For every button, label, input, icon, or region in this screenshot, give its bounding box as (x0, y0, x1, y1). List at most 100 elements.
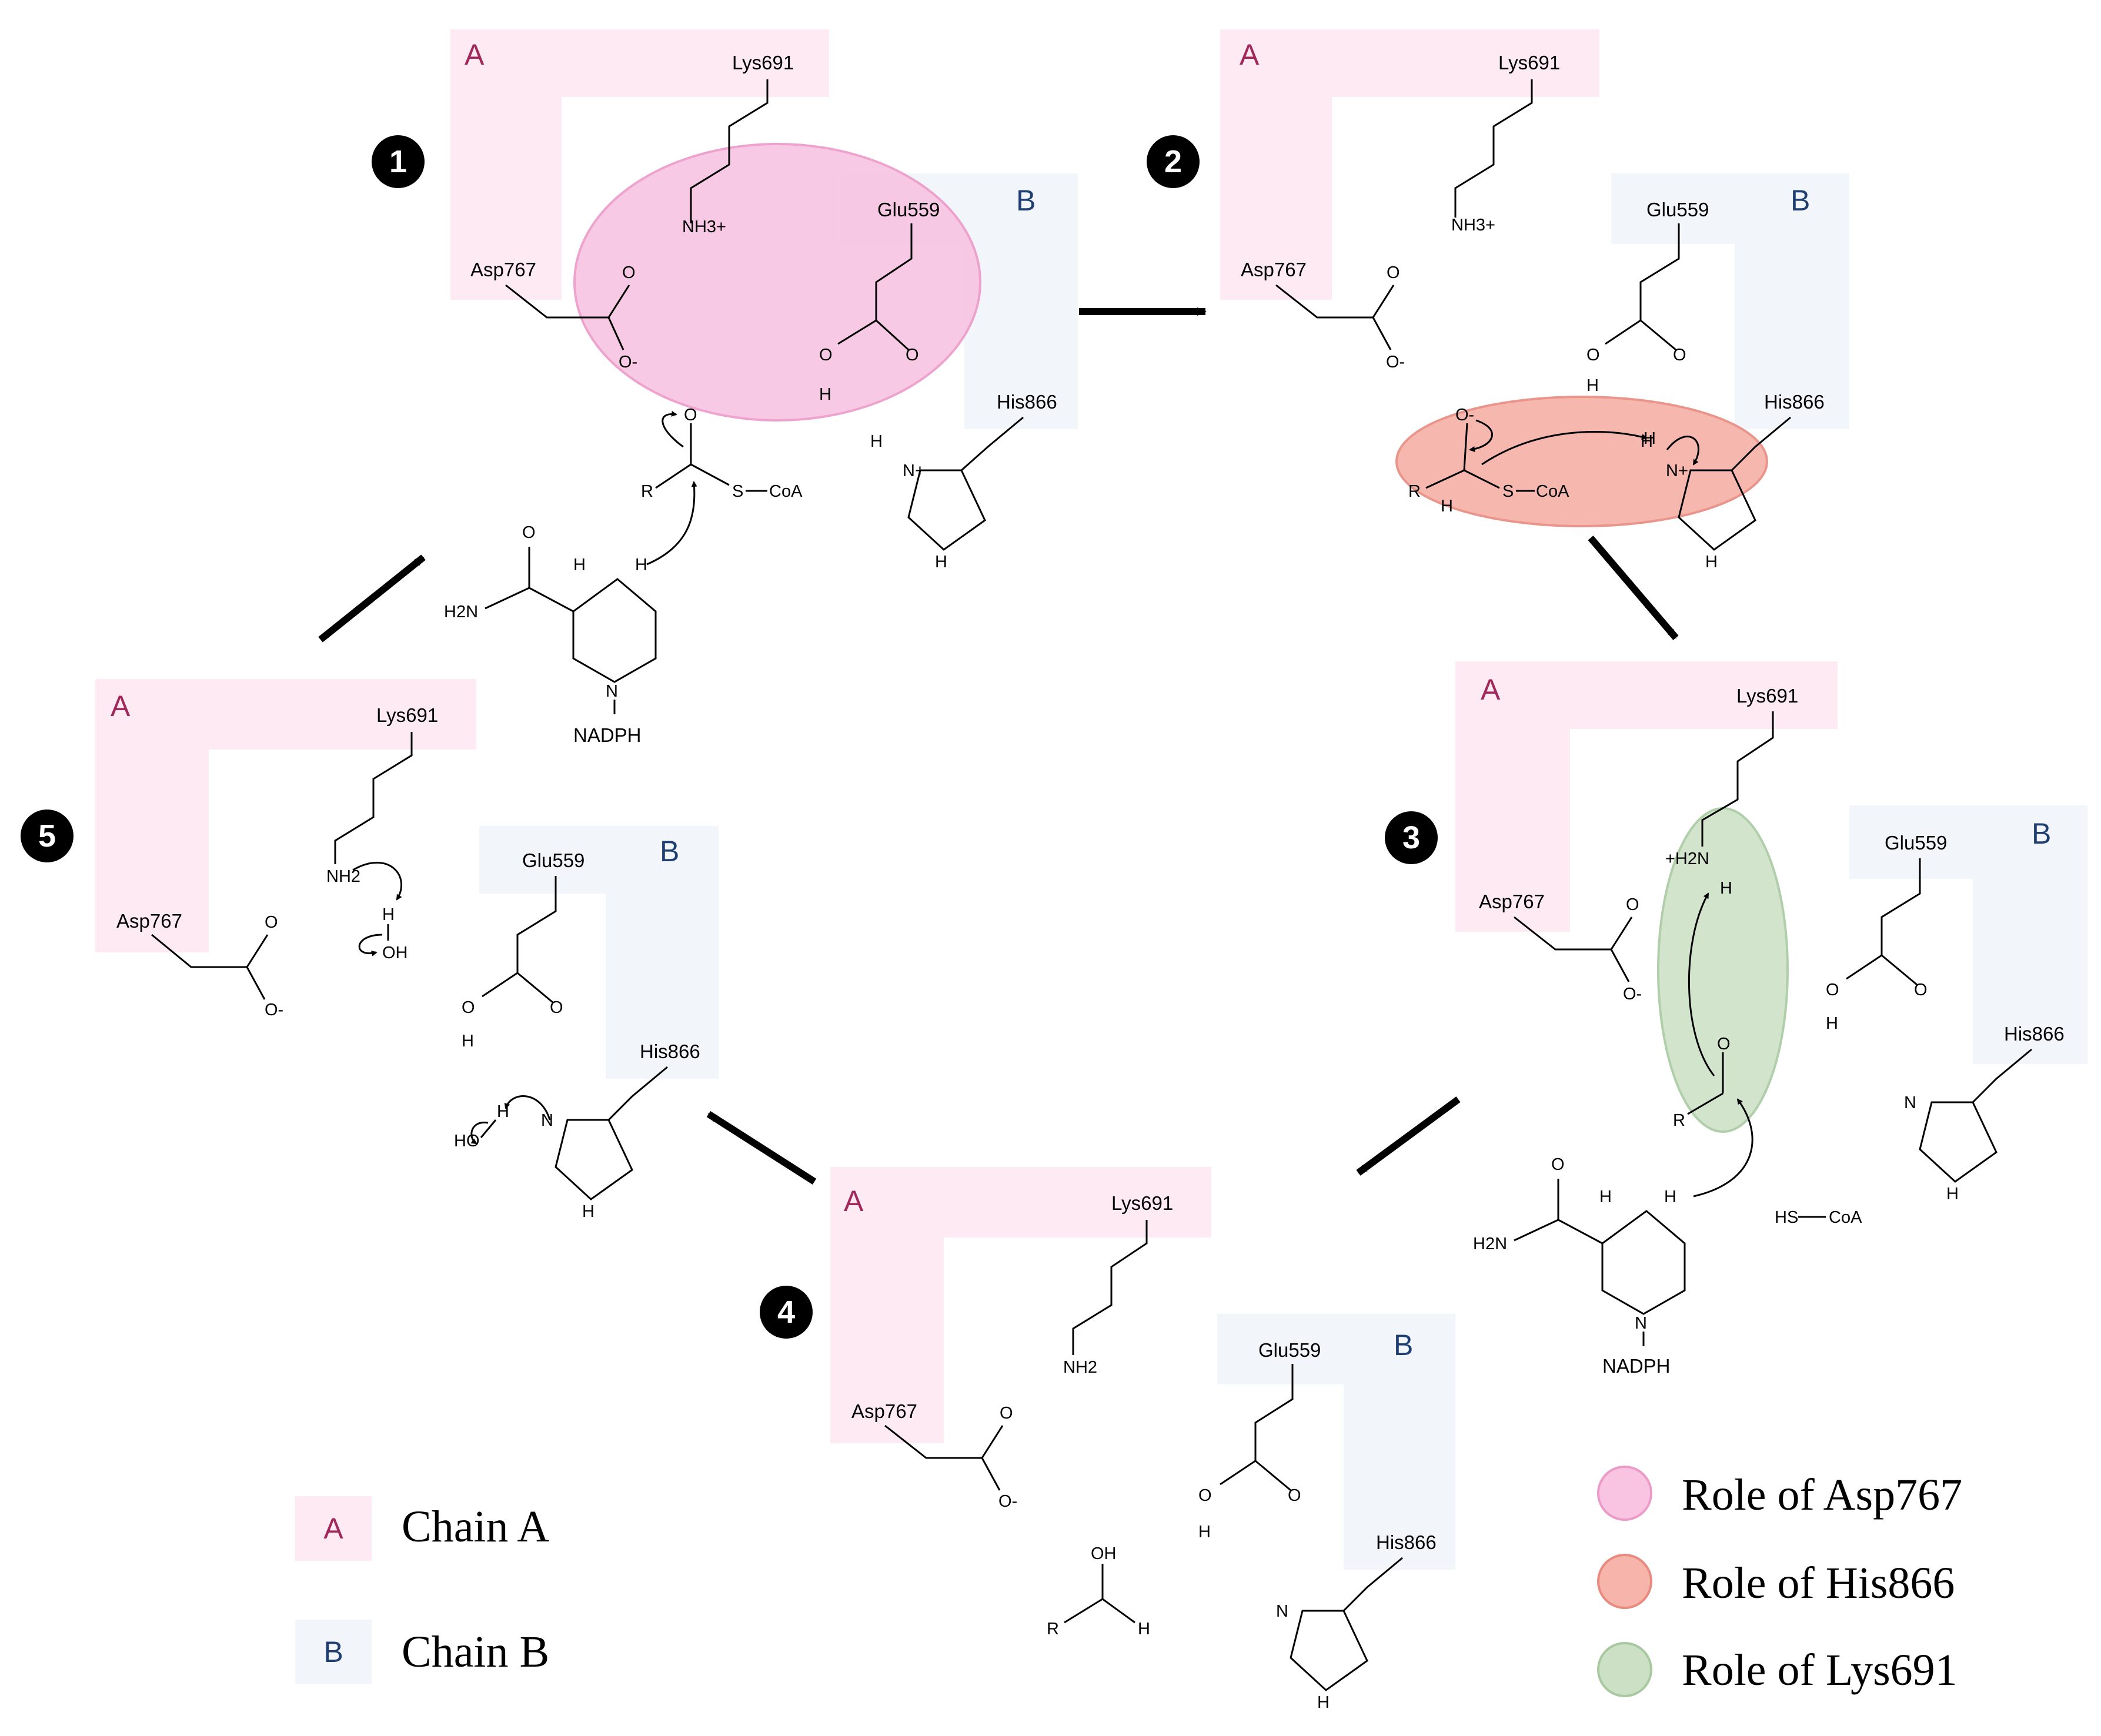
water1-arrow (358, 934, 383, 956)
chain-b-region (1849, 805, 2087, 1064)
step-number: 4 (777, 1295, 795, 1330)
his866-label: His866 (2004, 1023, 2065, 1045)
asp767-chain (151, 934, 269, 968)
chain-legend: A Chain A B Chain B (295, 1496, 549, 1684)
lys691-role-label: Role of Lys691 (1682, 1645, 1958, 1695)
glu559-chain (1846, 858, 1921, 980)
asp767-role-ellipse (573, 143, 981, 422)
chain-b-region (479, 826, 719, 1079)
his-nh: H (1317, 1693, 1330, 1712)
asp767-chain (505, 284, 630, 319)
asp767-label: Asp767 (116, 910, 182, 932)
lys691-label: Lys691 (1498, 52, 1560, 73)
asp-co (1610, 949, 1630, 982)
step-3: A B 3 Lys691 +H2N H Asp767 O O- Glu559 O… (1385, 661, 2087, 1377)
chain-a-region (1220, 29, 1599, 300)
chain-a-swatch (295, 1496, 372, 1561)
glu-oh: O (1198, 1486, 1212, 1505)
his866-chain (607, 1066, 668, 1121)
chain-a-region (830, 1167, 1211, 1443)
hydride-arrow (646, 481, 697, 566)
electron-arrow (662, 410, 684, 448)
nadph-h2n: H2N (444, 603, 478, 621)
step-number: 1 (389, 144, 407, 179)
lys691-nh2: NH2 (326, 867, 360, 886)
lys691-label: Lys691 (1111, 1192, 1173, 1214)
lys691-h2n: +H2N (1665, 849, 1709, 868)
imidazole-ring (555, 1119, 633, 1200)
glu-h: H (1198, 1523, 1211, 1541)
nadph-ring (572, 578, 657, 683)
nadph-ring (1601, 1210, 1686, 1315)
step-number-badge (21, 810, 74, 862)
nadph-h2n: H2N (1473, 1235, 1507, 1253)
his-nh: H (935, 553, 947, 571)
water1-oh: OH (382, 944, 408, 962)
chain-a-letter: A (1240, 38, 1260, 71)
asp-o-minus: O- (1386, 353, 1405, 372)
substrate-o: O (684, 406, 697, 424)
imidazole-ring (1919, 1101, 1998, 1183)
chain-b-legend-label: Chain B (402, 1627, 549, 1677)
nadph-amide (529, 587, 574, 613)
alcohol-h: H (1138, 1620, 1150, 1638)
hscoa-coa: CoA (1829, 1208, 1862, 1227)
glu-o: O (550, 998, 563, 1017)
lys691-label: Lys691 (1736, 685, 1798, 707)
his-nh: H (582, 1202, 594, 1221)
lys691-label: Lys691 (732, 52, 794, 73)
chain-b-letter: B (1394, 1329, 1413, 1362)
asp767-role-swatch (1597, 1466, 1652, 1521)
substrate-co (1463, 423, 1468, 471)
chain-b-swatch-letter: B (323, 1635, 343, 1668)
chain-a-region (95, 679, 476, 952)
nadph-o: O (1551, 1155, 1565, 1174)
chain-a-region (1455, 661, 1838, 932)
lys691-label: Lys691 (376, 704, 438, 726)
aldehyde-rc (1687, 1092, 1723, 1115)
water2-ho: HO (454, 1132, 480, 1150)
glu-h: H (1586, 376, 1599, 395)
substrate-cs (1464, 469, 1500, 489)
asp-o: O (1626, 895, 1639, 914)
lys691-nh3: NH3+ (682, 218, 726, 236)
chain-b-region (1217, 1314, 1455, 1570)
his866-label: His866 (1764, 391, 1825, 413)
chain-a-letter: A (1481, 673, 1501, 706)
glu-co (1881, 954, 1918, 986)
glu-oh: O (462, 998, 475, 1017)
chain-b-swatch (295, 1620, 372, 1684)
his-n-plus: N+ (903, 461, 925, 480)
arrow-step5-to-step1 (318, 554, 426, 643)
his866-label: His866 (997, 391, 1057, 413)
alcohol-r: R (1047, 1620, 1059, 1638)
lys691-role-swatch (1597, 1642, 1652, 1697)
asp-co (981, 1457, 1001, 1491)
chain-a-letter: A (844, 1185, 864, 1217)
his-nh: H (1946, 1185, 1959, 1203)
ring-electron-arrow (1666, 436, 1699, 466)
water2-arrow (470, 1122, 489, 1145)
asp767-chain (884, 1424, 1004, 1459)
glu-co (875, 319, 910, 351)
hydride-arrow (1693, 1098, 1753, 1198)
lys691-chain (1072, 1220, 1148, 1355)
glu-co (1255, 1460, 1291, 1491)
asp767-role-label: Role of Asp767 (1682, 1470, 1962, 1520)
asp-co (246, 966, 266, 1000)
asp-co (607, 317, 624, 350)
asp767-label: Asp767 (851, 1400, 917, 1422)
his866-chain (1972, 1048, 2032, 1103)
asp-co (1372, 317, 1392, 350)
lys691-chain (334, 732, 413, 864)
nadph-label: NADPH (1602, 1355, 1671, 1377)
electron-arrow (1469, 419, 1494, 452)
imidazole-ring (1290, 1610, 1368, 1691)
nadph-label: NADPH (573, 724, 642, 746)
lys691-h: H (1720, 879, 1732, 898)
glu-o: O (1673, 346, 1686, 364)
water1-h: H (382, 905, 395, 924)
nadph-n: N (1635, 1314, 1647, 1333)
lys691-nh3: NH3+ (1451, 216, 1495, 235)
